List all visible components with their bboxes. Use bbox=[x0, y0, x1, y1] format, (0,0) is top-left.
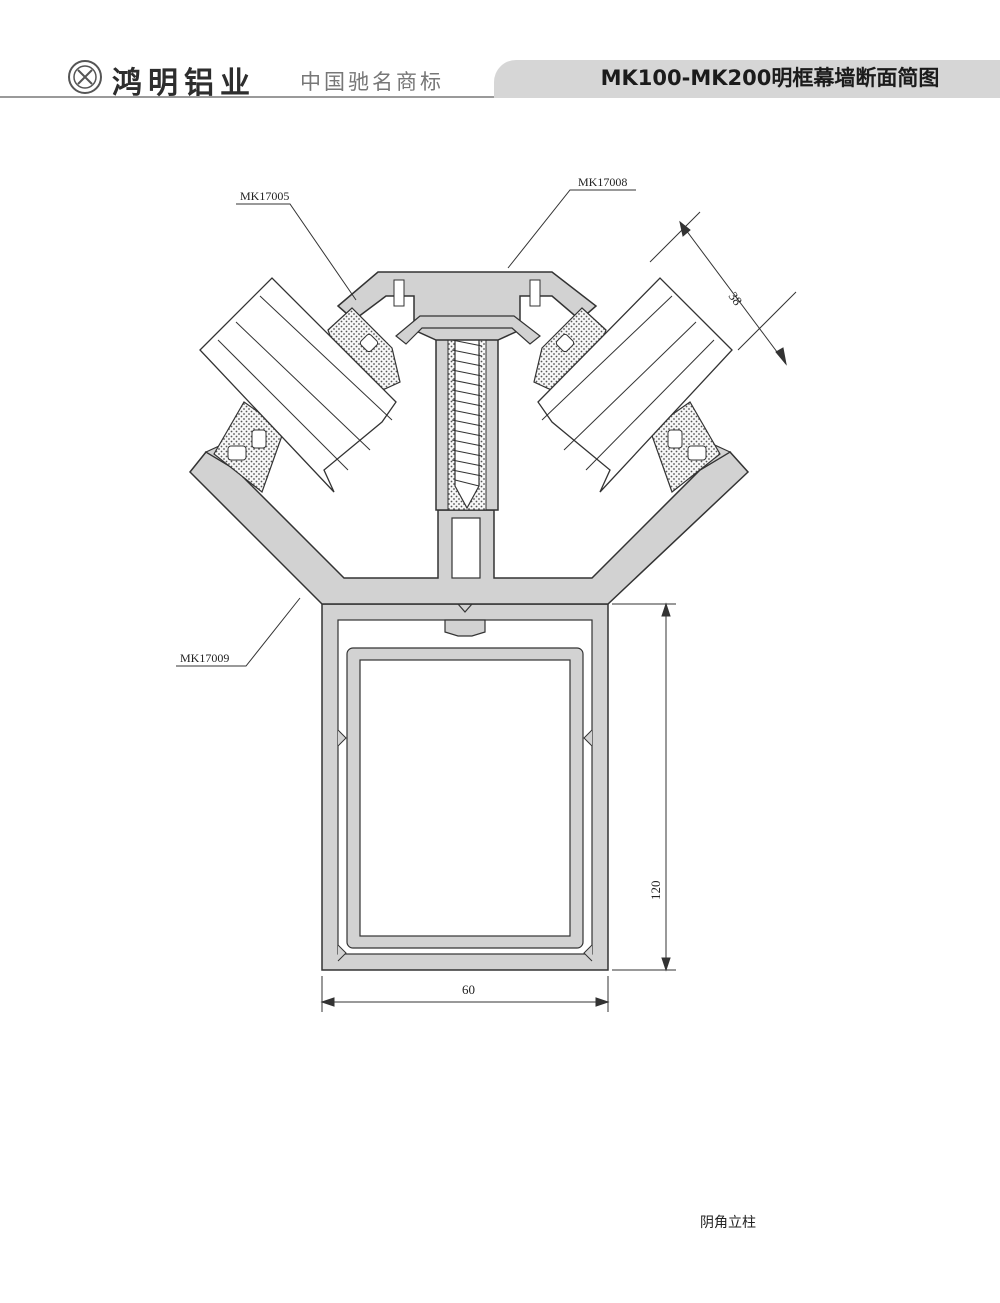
section-drawing: MK17005 MK17008 MK17009 60 120 38 bbox=[176, 175, 797, 1012]
upper-gaskets bbox=[327, 307, 607, 395]
pressure-cover-cap bbox=[336, 271, 598, 345]
page-header: 鸿明铝业 中国驰名商标 MK100-MK200明框幕墙断面简图 bbox=[0, 0, 1000, 101]
glass-panels bbox=[199, 277, 733, 493]
lower-gaskets bbox=[213, 401, 721, 493]
brand-slogan: 中国驰名商标 bbox=[300, 70, 444, 94]
brand-name: 鸿明铝业 bbox=[112, 66, 256, 101]
dimension-lines bbox=[320, 211, 797, 1012]
mullion-tube bbox=[321, 603, 609, 971]
header-rule bbox=[0, 96, 496, 98]
drawing-caption: 阴角立柱 bbox=[700, 1215, 756, 1231]
leader-lines bbox=[176, 189, 636, 667]
part-label-mk17009: MK17009 bbox=[180, 651, 229, 665]
dimension-width: 60 bbox=[462, 982, 475, 997]
brand-logo-icon bbox=[68, 60, 102, 94]
page-title: MK100-MK200明框幕墙断面简图 bbox=[600, 66, 940, 90]
part-label-mk17008: MK17008 bbox=[578, 175, 627, 189]
header-title-tab bbox=[494, 60, 1000, 98]
part-label-mk17005: MK17005 bbox=[240, 189, 289, 203]
dimension-height: 120 bbox=[648, 881, 663, 901]
